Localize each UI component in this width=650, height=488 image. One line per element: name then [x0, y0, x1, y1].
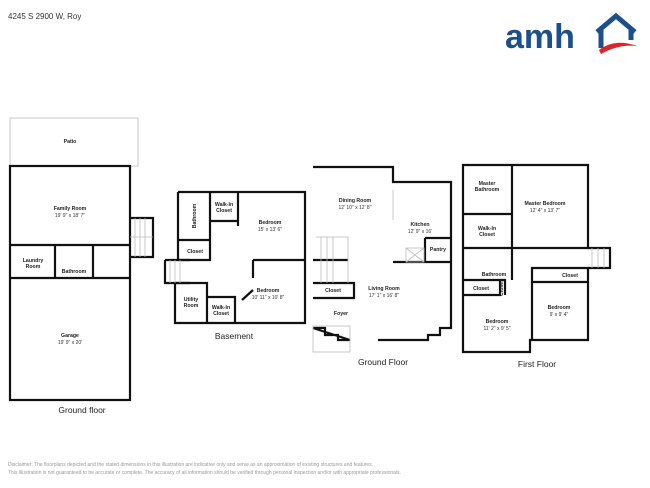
room-label: Bedroom [486, 319, 509, 325]
room-label: Bedroom [259, 220, 282, 226]
room-label: Ground floor [58, 405, 105, 415]
plan-ground-floor-lower: Patio Family Room 19' 9" x 18' 7" Laundr… [8, 117, 155, 415]
room-label: 19' 9" x 20' [58, 340, 82, 346]
room-label: Utility [184, 297, 199, 303]
room-label: Bedroom [548, 305, 571, 311]
plan-first-floor: Master Bathroom Master Bedroom 12' 4" x … [461, 163, 612, 369]
room-label: Bedroom [257, 288, 280, 294]
room-label: Living Room [368, 286, 400, 292]
room-label: Bathroom [192, 203, 198, 228]
room-label: 11' 2" x 9' 5" [483, 326, 510, 332]
room-label: Garage [61, 333, 79, 339]
room-label: Closet [216, 208, 232, 214]
room-label: Closet [187, 249, 203, 255]
amh-logo: amh [505, 12, 637, 55]
room-label: 10' 11" x 10' 8" [252, 295, 285, 301]
room-label: 17' 1" x 16' 8" [369, 293, 399, 299]
room-label: Closet [562, 273, 578, 279]
room-label: Kitchen [410, 222, 429, 228]
room-label: Closet [213, 311, 229, 317]
room-label: Closet [473, 286, 489, 292]
room-label: 15' x 13' 6" [258, 227, 282, 233]
room-label: Bathroom [62, 269, 87, 275]
room-label: Closet [499, 280, 505, 296]
room-label: 12' 9" x 16' [408, 229, 432, 235]
room-label: 19' 9" x 18' 7" [55, 213, 85, 219]
room-label: 12' 4" x 13' 7" [530, 208, 560, 214]
disclaimer-line-1: Disclaimer: The floorplans depicted and … [8, 462, 374, 468]
room-label: Walk-In [478, 226, 496, 232]
room-label: Closet [479, 232, 495, 238]
room-label: Dining Room [339, 198, 372, 204]
room-label: Master [479, 181, 496, 187]
room-label: Room [184, 303, 199, 309]
room-label: Patio [64, 139, 77, 145]
room-label: Bathroom [475, 187, 500, 193]
plan-ground-floor: Dining Room 12' 10" x 12' 8" Kitchen 12'… [312, 165, 453, 367]
room-label: Bathroom [482, 272, 507, 278]
room-label: Master Bedroom [525, 201, 566, 207]
disclaimer-line-2: This illustration is not guaranteed to b… [8, 470, 401, 476]
room-label: Closet [325, 288, 341, 294]
room-label: Walk-In [215, 202, 233, 208]
room-label: Basement [215, 331, 254, 341]
room-label: 12' 10" x 12' 8" [339, 205, 372, 211]
room-label: First Floor [518, 359, 556, 369]
room-label: Room [26, 264, 41, 270]
room-label: Laundry [23, 258, 44, 264]
svg-text:amh: amh [505, 18, 575, 55]
room-label: Foyer [334, 311, 348, 317]
room-label: 9' x 9' 4" [550, 312, 569, 318]
room-label: Pantry [430, 247, 446, 253]
room-label: Walk-In [212, 305, 230, 311]
room-label: Family Room [54, 206, 87, 212]
property-address: 4245 S 2900 W, Roy [8, 12, 82, 21]
room-label: Ground Floor [358, 357, 408, 367]
plan-basement: Bathroom Walk-In Closet Closet Bedroom 1… [163, 190, 307, 341]
